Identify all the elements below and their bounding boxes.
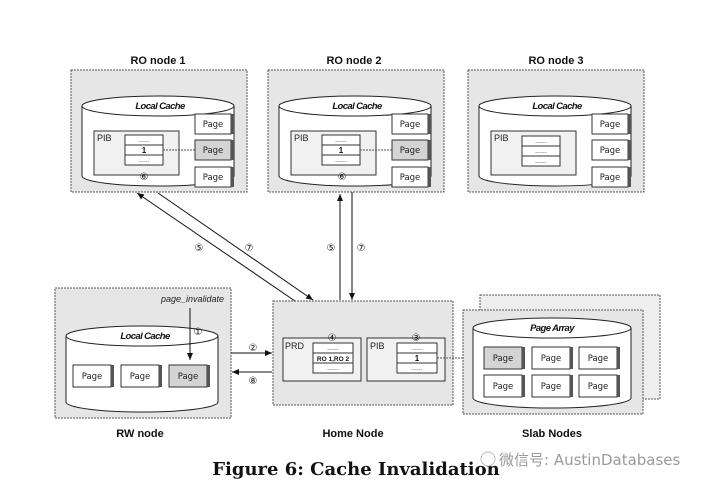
step-7-ro2: ⑦ <box>357 243 366 254</box>
page-label: Page <box>203 120 224 130</box>
slab-nodes: Page Array Page Page Page Page Page Page… <box>462 294 661 440</box>
arrows: ② ⑧ ⑤ ⑦ ⑤ ⑦ <box>136 192 366 387</box>
rw-node: page_invalidate Local Cache ① Page Page … <box>54 287 232 440</box>
ro-node-3-title: RO node 3 <box>528 55 583 67</box>
pib-entry-text: ...... <box>535 138 547 145</box>
arrow-home-to-ro1-ack <box>136 192 296 302</box>
page-label: Page <box>493 354 514 364</box>
page-label: Page <box>400 173 421 183</box>
ro-node-1-pib-label: PIB <box>97 133 112 143</box>
ro-node-3: RO node 3 Local Cache PIB ...... ...... … <box>467 55 645 193</box>
page-label: Page <box>82 372 103 382</box>
step-6: ⑥ <box>140 172 149 183</box>
prd-label: PRD <box>285 341 305 351</box>
page-label: Page <box>130 372 151 382</box>
pib-entry-text: ...... <box>138 137 150 144</box>
pib-entry-text: 1 <box>339 146 344 155</box>
page-label: Page <box>588 354 609 364</box>
step-5-ro2: ⑤ <box>327 243 336 254</box>
pib-entry-text: ...... <box>411 365 423 372</box>
slab-nodes-title: Slab Nodes <box>522 428 582 440</box>
rw-node-cache-label: Local Cache <box>120 331 171 342</box>
wechat-icon <box>480 451 496 467</box>
ro-node-3-pib-label: PIB <box>494 133 509 143</box>
page-label: Page <box>588 382 609 392</box>
pib-entry-text: ...... <box>535 148 547 155</box>
home-node: PRD ...... RO 1,RO 2 ...... ④ PIB ......… <box>272 300 485 440</box>
page-invalidate-label: page_invalidate <box>160 294 224 304</box>
page-label: Page <box>493 382 514 392</box>
pib-entry-text: ...... <box>535 158 547 165</box>
ro-node-2-cache-label: Local Cache <box>332 101 383 112</box>
page-label: Page <box>600 120 621 130</box>
step-7-ro1: ⑦ <box>245 243 254 254</box>
pib-entry <box>521 155 561 167</box>
watermark-text: 微信号: AustinDatabases <box>499 451 681 469</box>
pib-entry-text: ...... <box>335 157 347 164</box>
page-label: Page <box>203 173 224 183</box>
rw-node-pages: Page Page Page <box>72 364 210 388</box>
watermark: 微信号: AustinDatabases <box>480 451 681 469</box>
prd-entry-text: ...... <box>327 365 339 372</box>
slab-pages: Page Page Page Page Page Page <box>483 346 620 398</box>
ro-node-1-title: RO node 1 <box>130 55 185 67</box>
page-array-label: Page Array <box>530 323 575 334</box>
page-label: Page <box>400 120 421 130</box>
page-label: Page <box>541 354 562 364</box>
ro-node-2-pib-label: PIB <box>294 133 309 143</box>
page-label: Page <box>178 372 199 382</box>
prd-entry-text: RO 1,RO 2 <box>317 356 350 363</box>
pib-entry <box>124 154 164 166</box>
step-8: ⑧ <box>249 376 258 387</box>
page-label: Page <box>400 146 421 156</box>
pib-entry-text: ...... <box>411 345 423 352</box>
pib-entry-text: 1 <box>415 354 420 363</box>
pib-entry-text: ...... <box>335 137 347 144</box>
pib-entry <box>396 362 438 374</box>
step-1: ① <box>194 327 203 338</box>
ro-node-2-pages: Page Page Page <box>391 113 431 188</box>
rw-node-title: RW node <box>116 428 163 440</box>
step-5-ro1: ⑤ <box>195 243 204 254</box>
ro-node-1: RO node 1 Local Cache PIB ...... 1 .....… <box>70 55 248 193</box>
pib-entry <box>321 154 361 166</box>
home-node-title: Home Node <box>322 428 383 440</box>
prd-entry-text: ...... <box>327 345 339 352</box>
ro-node-2-title: RO node 2 <box>326 55 381 67</box>
pib-entry-text: 1 <box>142 146 147 155</box>
ro-node-3-pages: Page Page Page <box>591 113 631 188</box>
page-label: Page <box>600 146 621 156</box>
figure-caption: Figure 6: Cache Invalidation <box>212 459 499 480</box>
pib-entry-text: ...... <box>138 157 150 164</box>
page-label: Page <box>541 382 562 392</box>
step-2: ② <box>249 343 258 354</box>
step-4: ④ <box>328 333 337 344</box>
arrow-ro1-to-home <box>157 192 314 301</box>
step-3: ③ <box>412 333 421 344</box>
ro-node-1-pages: Page Page Page <box>194 113 234 188</box>
home-pib-label: PIB <box>370 341 385 351</box>
ro-node-3-cache-label: Local Cache <box>532 101 583 112</box>
page-label: Page <box>600 173 621 183</box>
page-label: Page <box>203 146 224 156</box>
ro-node-1-cache-label: Local Cache <box>135 101 186 112</box>
ro-node-2: RO node 2 Local Cache PIB ...... 1 .....… <box>267 55 445 193</box>
prd-entry <box>312 362 354 374</box>
step-6: ⑥ <box>338 172 347 183</box>
